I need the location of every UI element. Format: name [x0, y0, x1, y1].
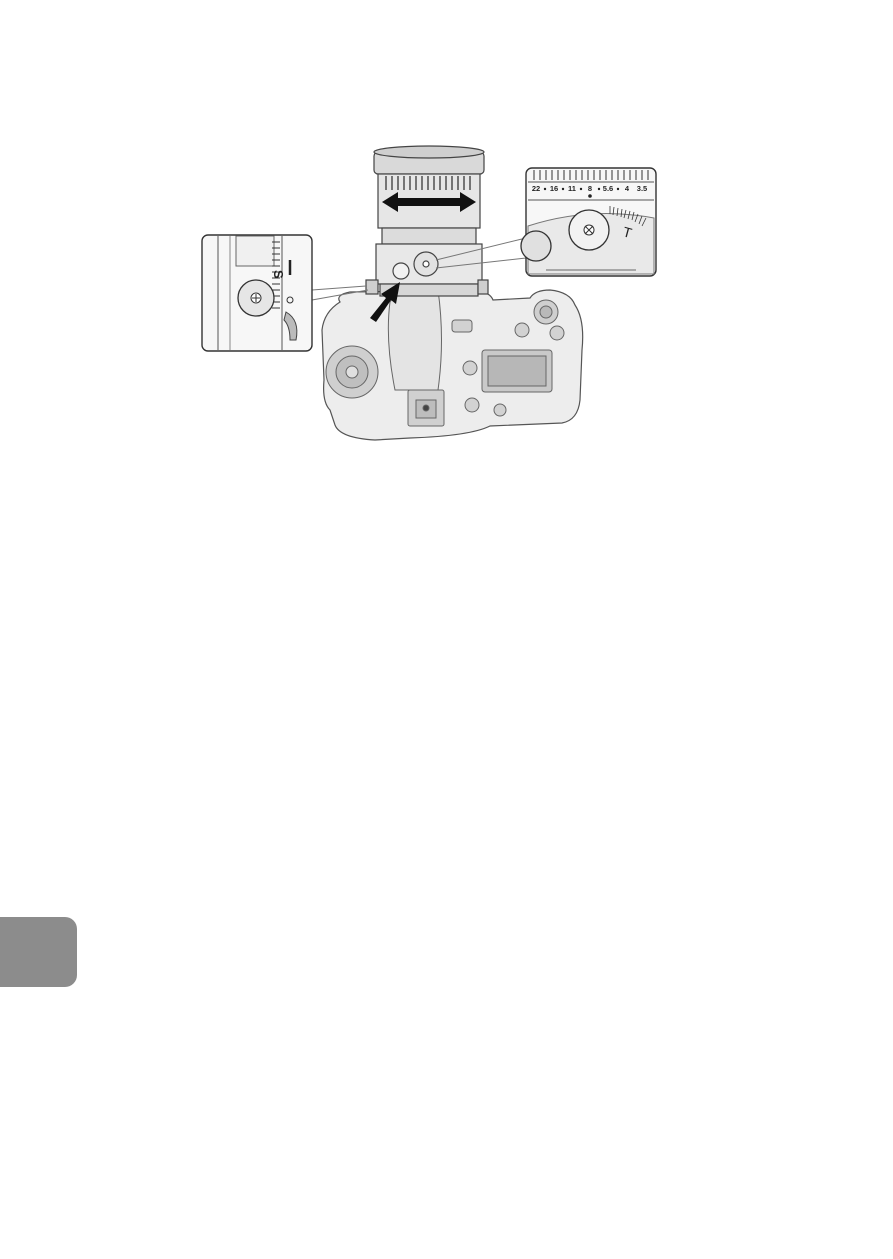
section-tab: [0, 917, 77, 987]
aperture-8: 8: [588, 184, 592, 193]
shift-scale-callout: S: [202, 235, 312, 351]
aperture-scale-callout: 22 16 11 8 5.6 4 3.5: [521, 168, 656, 276]
aperture-22: 22: [532, 184, 540, 193]
aperture-16: 16: [550, 184, 558, 193]
lens-camera-illustration: S 22: [190, 140, 670, 450]
aperture-5-6: 5.6: [603, 184, 613, 193]
shift-scale-letter: S: [271, 270, 286, 279]
aperture-3-5: 3.5: [637, 184, 647, 193]
aperture-11: 11: [568, 184, 576, 193]
